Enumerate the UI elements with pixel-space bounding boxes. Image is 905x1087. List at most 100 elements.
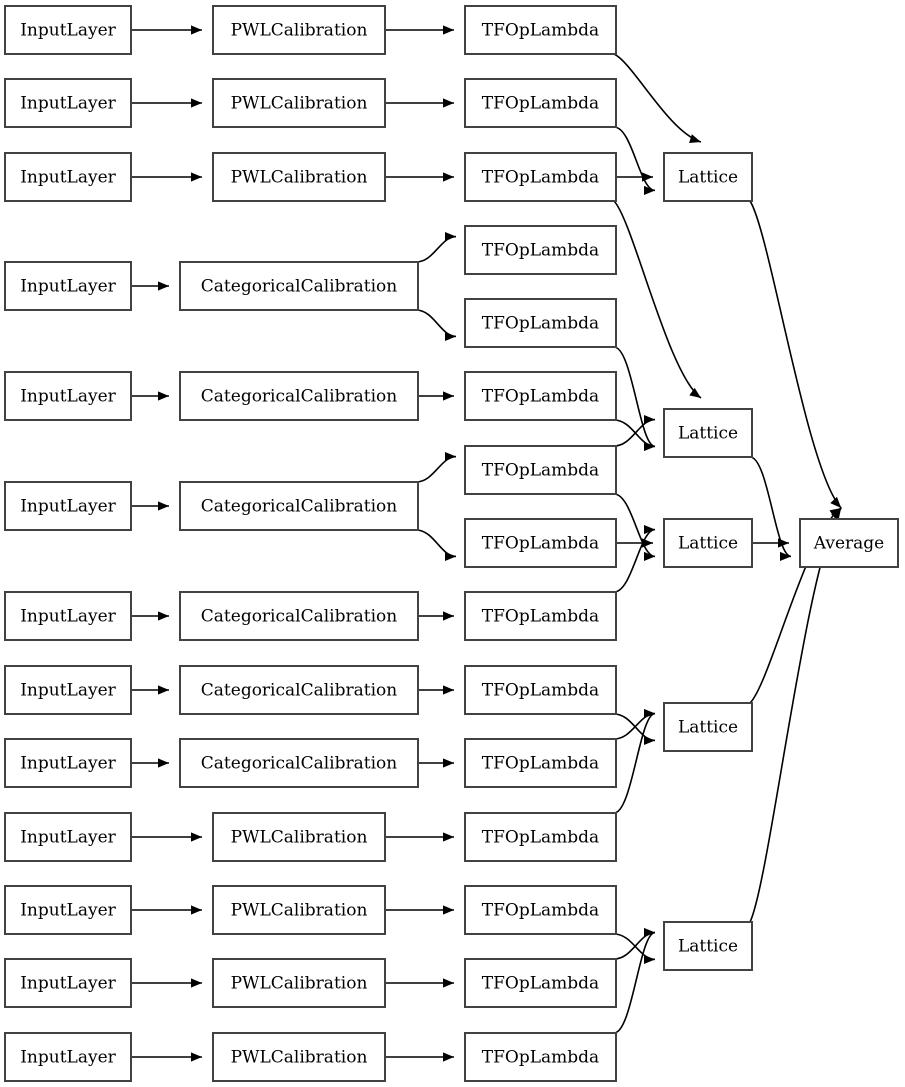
node-box-input-layer[interactable] — [4, 261, 132, 311]
node-lam6[interactable]: TFOpLambda — [464, 371, 617, 421]
node-lam1[interactable]: TFOpLambda — [464, 5, 617, 55]
node-in10[interactable]: InputLayer — [4, 812, 132, 862]
node-box-tfop-lambda[interactable] — [464, 371, 617, 421]
node-lam13[interactable]: TFOpLambda — [464, 885, 617, 935]
arrowhead-pwlcalibration — [191, 172, 202, 182]
node-box-tfop-lambda[interactable] — [464, 591, 617, 641]
node-cal6[interactable]: CategoricalCalibration — [179, 481, 419, 531]
node-lam7[interactable]: TFOpLambda — [464, 445, 617, 495]
node-label-lattice: Lattice — [678, 937, 738, 957]
node-box-pwlcalibration[interactable] — [212, 78, 386, 128]
node-box-tfop-lambda[interactable] — [464, 1032, 617, 1082]
node-cal7[interactable]: CategoricalCalibration — [179, 591, 419, 641]
node-box-input-layer[interactable] — [4, 738, 132, 788]
node-cal5[interactable]: CategoricalCalibration — [179, 371, 419, 421]
arrowhead-categorical-calibration — [158, 685, 169, 695]
node-box-categorical-calibration[interactable] — [179, 738, 419, 788]
node-box-tfop-lambda[interactable] — [464, 445, 617, 495]
node-cal13[interactable]: PWLCalibration — [212, 1032, 386, 1082]
node-lam15[interactable]: TFOpLambda — [464, 1032, 617, 1082]
node-cal4[interactable]: CategoricalCalibration — [179, 261, 419, 311]
node-lat1[interactable]: Lattice — [663, 152, 753, 202]
node-box-tfop-lambda[interactable] — [464, 225, 617, 275]
node-box-input-layer[interactable] — [4, 371, 132, 421]
node-lam2[interactable]: TFOpLambda — [464, 78, 617, 128]
node-lam12[interactable]: TFOpLambda — [464, 812, 617, 862]
node-in3[interactable]: InputLayer — [4, 152, 132, 202]
node-in2[interactable]: InputLayer — [4, 78, 132, 128]
node-box-input-layer[interactable] — [4, 481, 132, 531]
arrowhead-categorical-calibration — [158, 758, 169, 768]
node-lam10[interactable]: TFOpLambda — [464, 665, 617, 715]
node-box-pwlcalibration[interactable] — [212, 812, 386, 862]
node-in13[interactable]: InputLayer — [4, 1032, 132, 1082]
node-box-average[interactable] — [799, 518, 899, 568]
node-box-tfop-lambda[interactable] — [464, 152, 617, 202]
node-cal2[interactable]: PWLCalibration — [212, 78, 386, 128]
node-cal8[interactable]: CategoricalCalibration — [179, 665, 419, 715]
node-in6[interactable]: InputLayer — [4, 481, 132, 531]
node-lam3[interactable]: TFOpLambda — [464, 152, 617, 202]
node-label-tfop-lambda: TFOpLambda — [482, 607, 599, 627]
node-box-lattice[interactable] — [663, 921, 753, 971]
node-cal10[interactable]: PWLCalibration — [212, 812, 386, 862]
node-box-pwlcalibration[interactable] — [212, 885, 386, 935]
node-box-input-layer[interactable] — [4, 665, 132, 715]
node-box-lattice[interactable] — [663, 408, 753, 458]
node-lat2[interactable]: Lattice — [663, 408, 753, 458]
node-box-tfop-lambda[interactable] — [464, 885, 617, 935]
node-box-tfop-lambda[interactable] — [464, 5, 617, 55]
node-in1[interactable]: InputLayer — [4, 5, 132, 55]
node-box-tfop-lambda[interactable] — [464, 812, 617, 862]
node-box-tfop-lambda[interactable] — [464, 518, 617, 568]
node-box-categorical-calibration[interactable] — [179, 261, 419, 311]
node-box-input-layer[interactable] — [4, 885, 132, 935]
node-lam9[interactable]: TFOpLambda — [464, 591, 617, 641]
node-in9[interactable]: InputLayer — [4, 738, 132, 788]
node-box-pwlcalibration[interactable] — [212, 5, 386, 55]
node-box-pwlcalibration[interactable] — [212, 958, 386, 1008]
node-lam14[interactable]: TFOpLambda — [464, 958, 617, 1008]
node-in5[interactable]: InputLayer — [4, 371, 132, 421]
node-lam5[interactable]: TFOpLambda — [464, 298, 617, 348]
node-lat3[interactable]: Lattice — [663, 518, 753, 568]
node-box-input-layer[interactable] — [4, 958, 132, 1008]
node-cal3[interactable]: PWLCalibration — [212, 152, 386, 202]
node-box-categorical-calibration[interactable] — [179, 665, 419, 715]
node-box-lattice[interactable] — [663, 518, 753, 568]
node-lam11[interactable]: TFOpLambda — [464, 738, 617, 788]
node-lat5[interactable]: Lattice — [663, 921, 753, 971]
node-box-pwlcalibration[interactable] — [212, 152, 386, 202]
node-box-input-layer[interactable] — [4, 78, 132, 128]
node-in8[interactable]: InputLayer — [4, 665, 132, 715]
node-cal9[interactable]: CategoricalCalibration — [179, 738, 419, 788]
node-box-tfop-lambda[interactable] — [464, 738, 617, 788]
node-box-tfop-lambda[interactable] — [464, 665, 617, 715]
node-box-lattice[interactable] — [663, 702, 753, 752]
node-label-categorical-calibration: CategoricalCalibration — [201, 681, 397, 701]
node-box-categorical-calibration[interactable] — [179, 481, 419, 531]
node-box-lattice[interactable] — [663, 152, 753, 202]
node-avg[interactable]: Average — [799, 518, 899, 568]
node-box-categorical-calibration[interactable] — [179, 591, 419, 641]
node-box-tfop-lambda[interactable] — [464, 298, 617, 348]
node-box-pwlcalibration[interactable] — [212, 1032, 386, 1082]
node-box-input-layer[interactable] — [4, 5, 132, 55]
node-lam4[interactable]: TFOpLambda — [464, 225, 617, 275]
node-box-tfop-lambda[interactable] — [464, 958, 617, 1008]
node-box-input-layer[interactable] — [4, 1032, 132, 1082]
node-in4[interactable]: InputLayer — [4, 261, 132, 311]
node-in12[interactable]: InputLayer — [4, 958, 132, 1008]
node-box-tfop-lambda[interactable] — [464, 78, 617, 128]
node-cal12[interactable]: PWLCalibration — [212, 958, 386, 1008]
node-box-categorical-calibration[interactable] — [179, 371, 419, 421]
node-box-input-layer[interactable] — [4, 152, 132, 202]
node-cal11[interactable]: PWLCalibration — [212, 885, 386, 935]
node-lat4[interactable]: Lattice — [663, 702, 753, 752]
node-cal1[interactable]: PWLCalibration — [212, 5, 386, 55]
node-box-input-layer[interactable] — [4, 591, 132, 641]
node-box-input-layer[interactable] — [4, 812, 132, 862]
node-lam8[interactable]: TFOpLambda — [464, 518, 617, 568]
node-in11[interactable]: InputLayer — [4, 885, 132, 935]
node-in7[interactable]: InputLayer — [4, 591, 132, 641]
